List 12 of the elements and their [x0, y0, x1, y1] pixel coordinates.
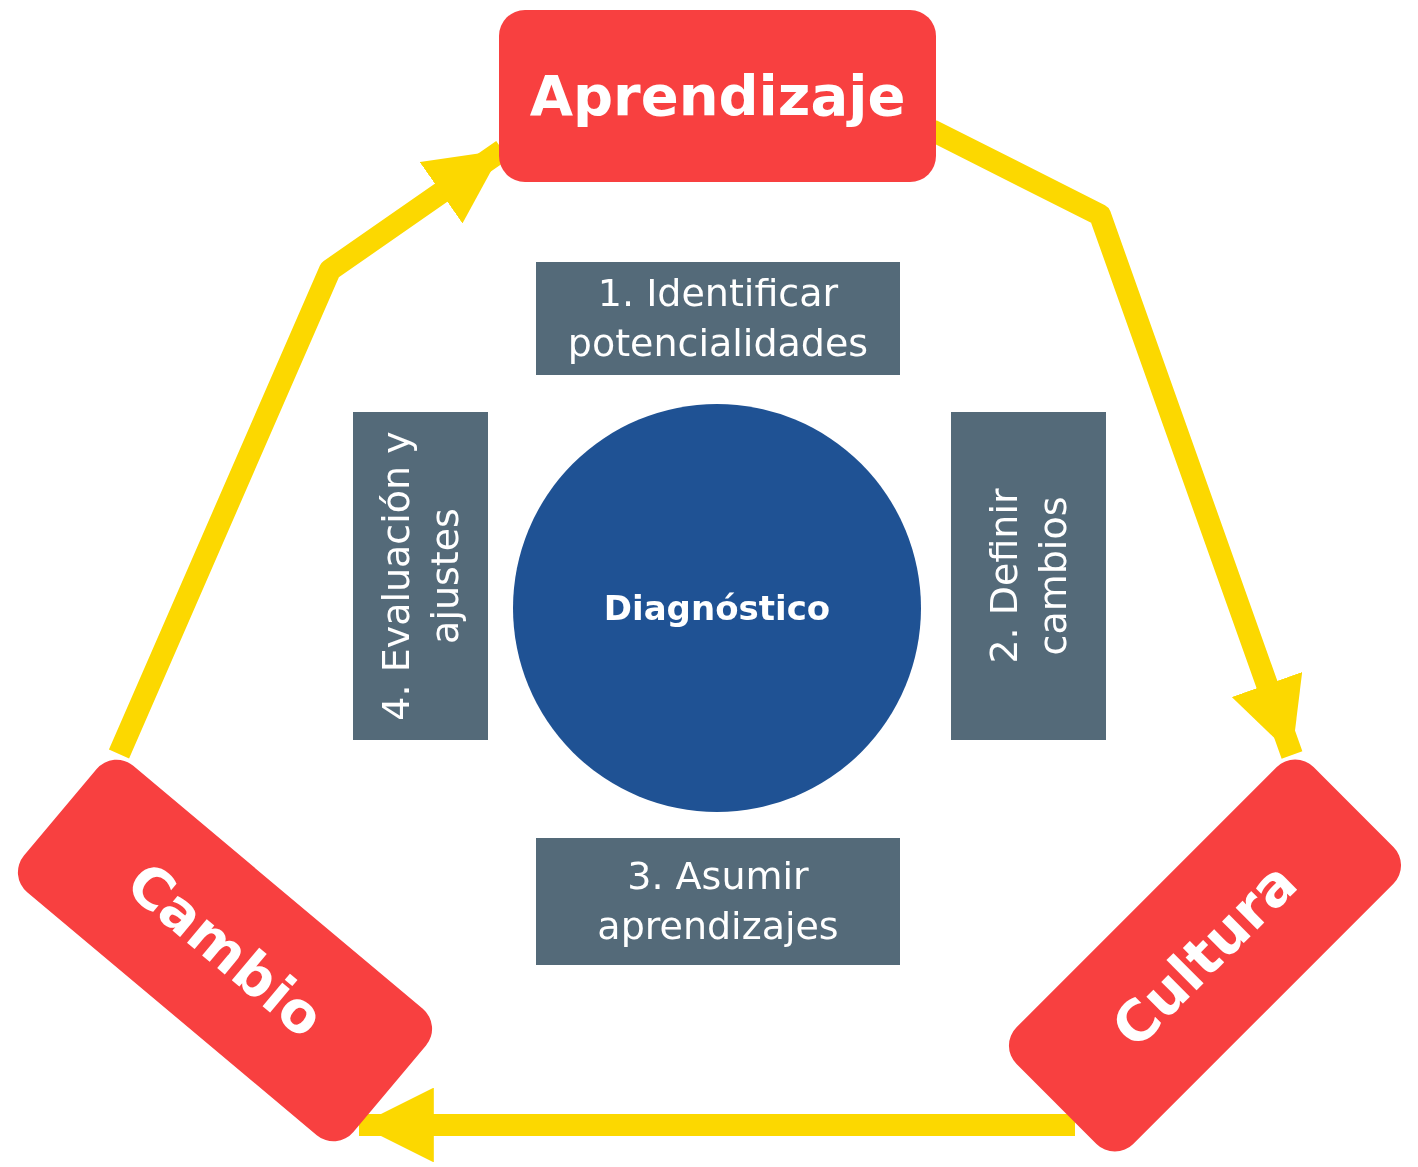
step-box: [536, 262, 900, 375]
arrow: [359, 1087, 1075, 1163]
step-box: [536, 838, 900, 965]
node-label: 1. Identificar potencialidades: [566, 270, 870, 367]
node-label: 4. Evaluación y ajustes: [372, 430, 468, 723]
step-box: [353, 412, 488, 740]
step-box: [951, 412, 1106, 740]
node-label: Aprendizaje: [529, 61, 906, 130]
node-label: 3. Asumir aprendizajes: [596, 853, 840, 950]
node-label: 2. Definir cambios: [980, 487, 1076, 666]
theme-box: [499, 10, 936, 182]
node-label: Diagnóstico: [603, 586, 831, 630]
